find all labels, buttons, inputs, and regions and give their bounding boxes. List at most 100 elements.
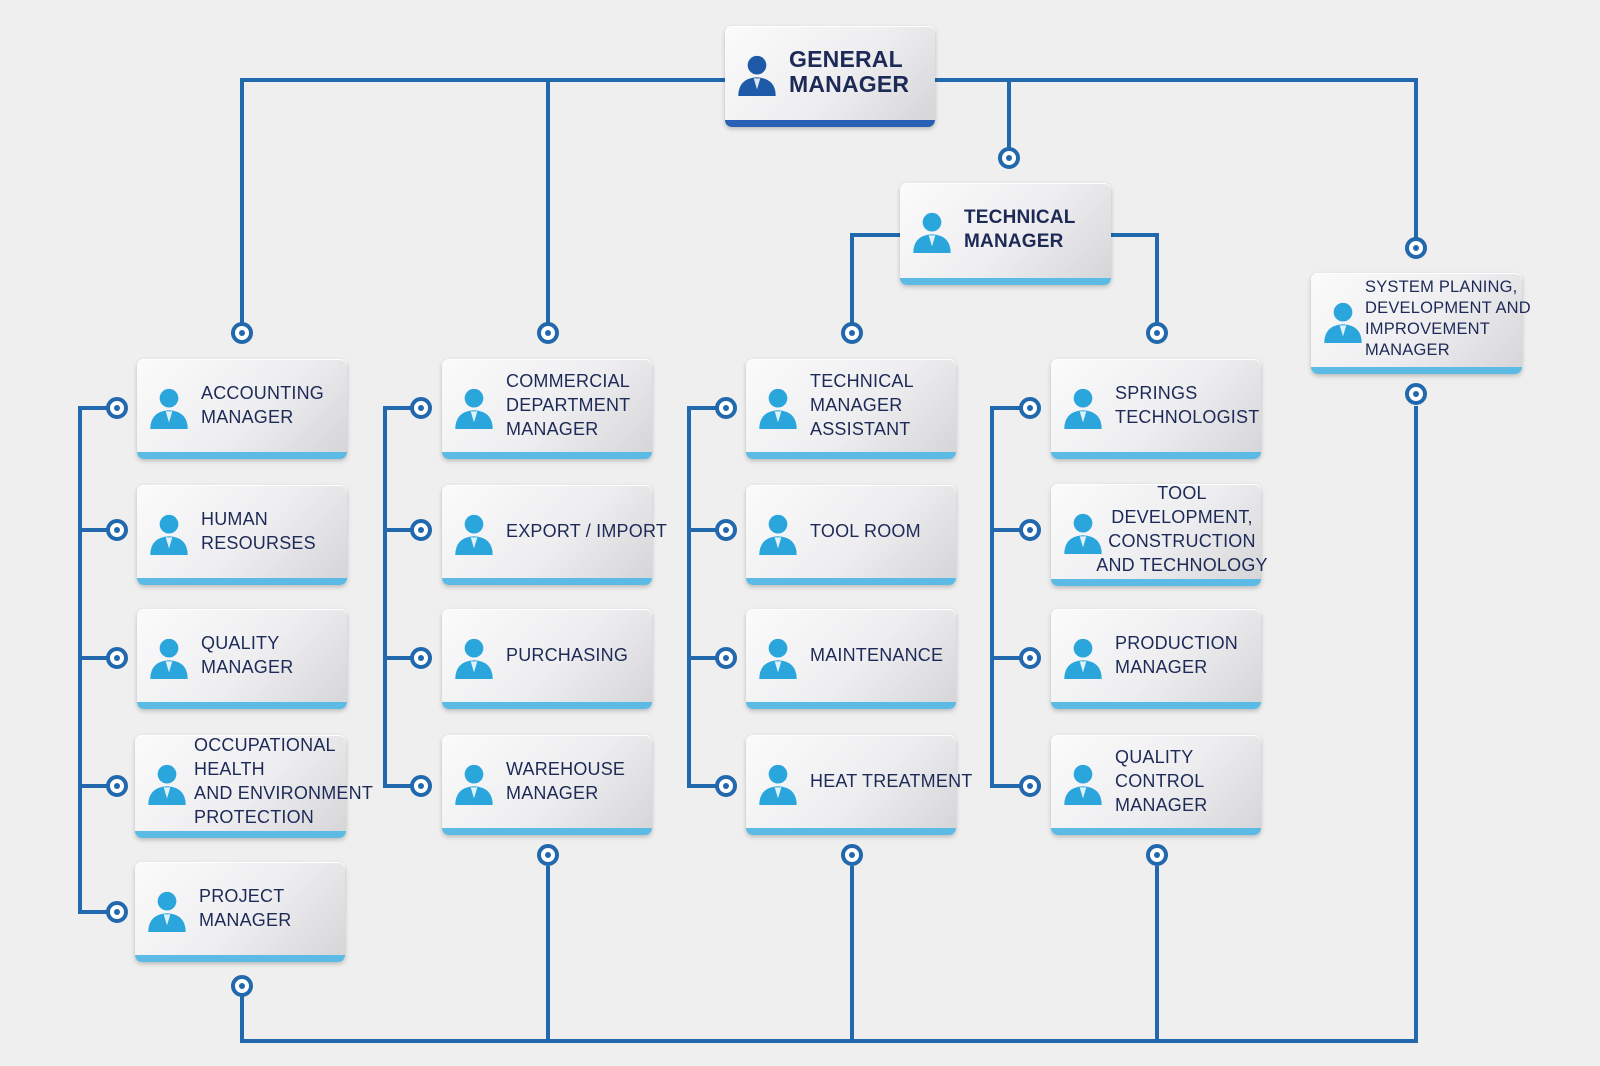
node-label-line: TECHNOLOGIST [1115,406,1260,427]
connector-line [934,78,1418,248]
connector-dot-core [1027,783,1033,789]
node-label-line: MANAGER [810,394,903,415]
person-icon [759,638,797,679]
connector-line [687,406,716,788]
connector-dot-core [545,330,551,336]
connector-dot-core [114,527,120,533]
node-heat-treatment: HEAT TREATMENT [746,735,973,835]
node-label-line: MAINTENANCE [810,644,944,665]
person-icon [455,514,493,555]
node-label-line: RESOURSES [201,532,316,553]
person-icon [759,764,797,805]
node-tool-room: TOOL ROOM [746,485,956,585]
connector-dot-core [545,852,551,858]
person-icon [913,212,951,253]
node-label-line: TOOL [1157,482,1207,503]
node-label-line: ACCOUNTING [201,382,324,403]
node-label-line: QUALITY [201,632,280,653]
person-icon [738,55,776,96]
node-label-line: MANAGER [789,71,910,97]
node-springs-technologist: SPRINGS TECHNOLOGIST [1051,359,1261,459]
node-label-line: MANAGER [964,230,1064,252]
connector-dot-core [1154,852,1160,858]
node-label-line: IMPROVEMENT [1365,320,1491,338]
person-icon [1064,513,1102,554]
node-maintenance: MAINTENANCE [746,609,956,709]
person-icon [148,764,186,805]
connector-dot-core [723,783,729,789]
node-label-line: MANAGER [506,418,599,439]
person-icon [1064,764,1102,805]
connector-dot-core [723,655,729,661]
node-occupational-health: OCCUPATIONAL HEALTH AND ENVIRONMENT PROTECT… [135,735,374,838]
connector-dot-core [1413,391,1419,397]
node-label-line: SYSTEM PLANING, [1365,278,1518,296]
node-label-line: TECHNICAL [964,206,1076,228]
node-label-line: DEPARTMENT [506,394,631,415]
node-label-line: PROJECT [199,885,285,906]
connector-dot-core [418,405,424,411]
node-label-line: AND TECHNOLOGY [1096,554,1268,575]
node-label-line: MANAGER [1115,794,1208,815]
node-label-line: QUALITY [1115,746,1194,767]
node-label-line: MANAGER [1115,656,1208,677]
connector-dot-core [723,405,729,411]
person-icon [759,388,797,429]
person-icon [150,388,188,429]
node-export-import: EXPORT / IMPORT [442,485,667,585]
connector-dot-core [1027,655,1033,661]
connector-dot-core [1027,527,1033,533]
node-label-line: HEALTH [194,759,265,779]
node-label-line: PROTECTION [194,807,315,827]
node-label-line: HEAT TREATMENT [810,770,973,791]
node-label-line: OCCUPATIONAL [194,735,336,755]
node-label-line: MANAGER [201,406,294,427]
person-icon [455,638,493,679]
connector-line [240,78,726,330]
node-label-line: WAREHOUSE [506,758,626,779]
node-label-line: DEVELOPMENT, [1111,506,1253,527]
node-accounting-manager: ACCOUNTING MANAGER [137,359,347,459]
node-label: PURCHASING [506,617,646,692]
connector-dot-core [1027,405,1033,411]
connector-dot-core [114,783,120,789]
node-label-line: SPRINGS [1115,382,1198,403]
connector-dot-core [239,330,245,336]
connector-dot-core [114,909,120,915]
node-label-line: HUMAN [201,508,268,529]
person-icon [455,764,493,805]
node-label: PRODUCTION MANAGER [1115,617,1255,692]
connector-dot-core [114,405,120,411]
person-icon [150,638,188,679]
node-label-line: MANAGER [201,656,294,677]
connector-dot-core [418,783,424,789]
person-icon [455,388,493,429]
node-quality-manager: QUALITY MANAGER [137,609,347,709]
connector-line [1110,233,1159,332]
node-label-line: TECHNICAL [810,370,914,391]
person-icon [1324,302,1362,343]
connector-line [990,406,1020,788]
node-label-line: AND ENVIRONMENT [194,783,374,803]
node-label: TOOL ROOM [810,493,950,568]
node-label-line: MANAGER [1365,341,1450,359]
node-label-line: PRODUCTION [1115,632,1238,653]
node-label-line: TOOL ROOM [810,520,921,541]
connector-dot-core [1006,155,1012,161]
connector-dot-core [114,655,120,661]
